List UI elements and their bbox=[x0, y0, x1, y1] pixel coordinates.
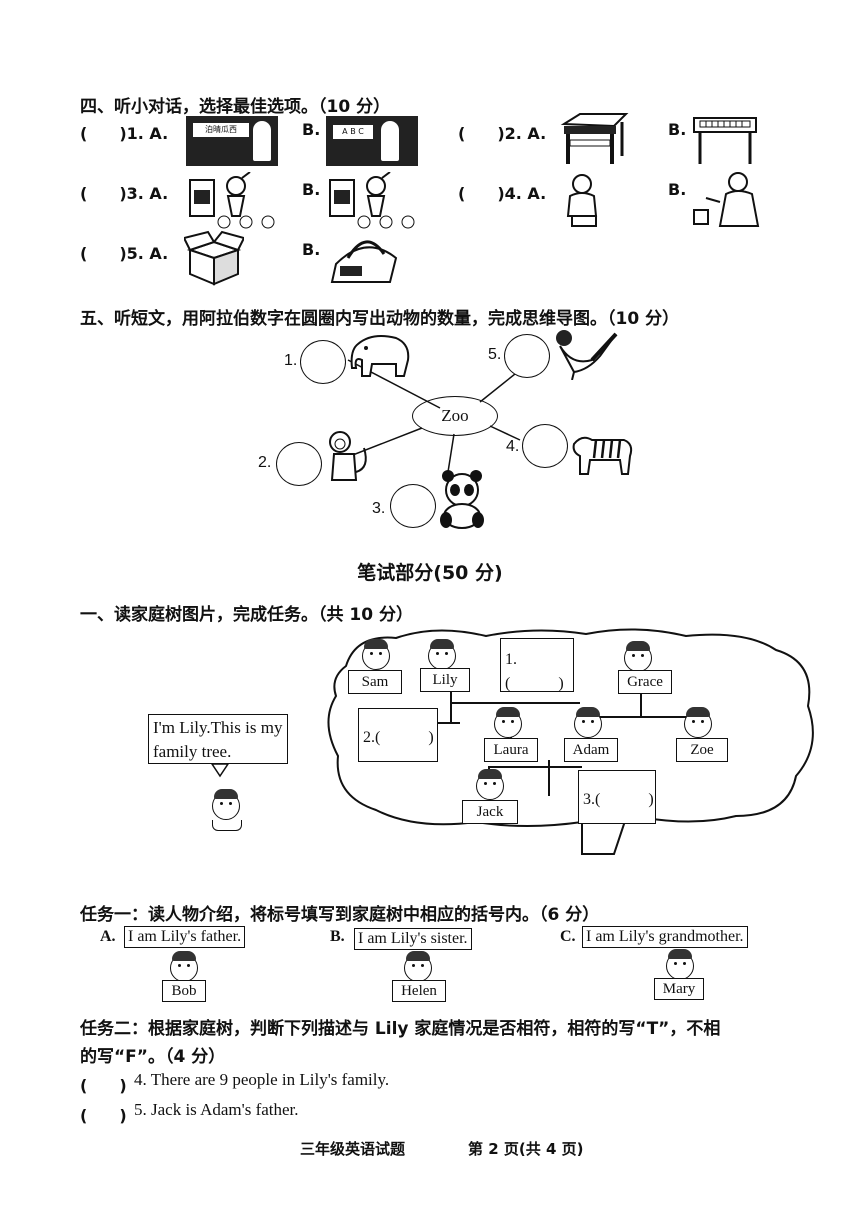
tree-name-grace: Grace bbox=[618, 670, 672, 694]
sam-avatar bbox=[362, 639, 390, 670]
node1-number: 1. bbox=[284, 352, 298, 369]
node1-answer-circle[interactable] bbox=[300, 340, 346, 384]
task1-title: 任务一：读人物介绍，将标号填写到家庭树中相应的括号内。（6 分） bbox=[80, 905, 600, 925]
juice-milk-icon bbox=[329, 172, 415, 229]
q5-statement: 5. Jack is Adam's father. bbox=[134, 1100, 299, 1119]
q1-option-a-picture: 泊晴瓜西 bbox=[186, 116, 278, 166]
task1-option-a-letter: A. bbox=[100, 928, 116, 945]
node2-answer-circle[interactable] bbox=[276, 442, 322, 486]
tree-blank-3[interactable]: 3.( ) bbox=[578, 770, 656, 824]
node2-number: 2. bbox=[258, 454, 272, 471]
desk-icon bbox=[560, 113, 629, 164]
jack-avatar bbox=[476, 769, 504, 800]
adam-avatar bbox=[574, 707, 602, 738]
panda-icon bbox=[440, 470, 484, 529]
task1-option-a-text: I am Lily's father. bbox=[124, 926, 246, 948]
monkey-icon bbox=[329, 431, 367, 481]
q2-option-b-label: B. bbox=[668, 120, 687, 139]
elephant-icon bbox=[350, 335, 410, 377]
q4-option-b-label: B. bbox=[668, 180, 687, 199]
speech-pointer bbox=[211, 764, 229, 778]
q4-answer-paren[interactable]: ( ) bbox=[80, 1076, 127, 1095]
teacher-icon bbox=[253, 121, 271, 161]
q5-answer-paren[interactable]: ( ) bbox=[80, 1106, 127, 1125]
q4-statement: 4. There are 9 people in Lily's family. bbox=[134, 1070, 390, 1089]
node5-number: 5. bbox=[488, 346, 502, 363]
node4-number: 4. bbox=[506, 438, 520, 455]
task1-option-c-letter: C. bbox=[560, 928, 576, 945]
task1-option-c-text: I am Lily's grandmother. bbox=[582, 926, 748, 948]
tree-blank-1[interactable]: 1.( ) bbox=[500, 638, 574, 692]
tree-name-laura: Laura bbox=[484, 738, 538, 762]
footer-page-number: 第 2 页(共 4 页) bbox=[468, 1140, 584, 1158]
mindmap-center-zoo: Zoo bbox=[412, 396, 498, 436]
q1-board-text-b: A B C bbox=[333, 125, 373, 139]
node5-answer-circle[interactable] bbox=[504, 334, 550, 378]
q5-option-b-label: B. bbox=[302, 240, 321, 259]
q4-number: ( )4. A. bbox=[458, 184, 547, 203]
q3-option-b-label: B. bbox=[302, 180, 321, 199]
lily-avatar bbox=[212, 789, 240, 820]
q3-number: ( )3. A. bbox=[80, 184, 169, 203]
section5-title: 五、听短文，用阿拉伯数字在圆圈内写出动物的数量，完成思维导图。（10 分） bbox=[80, 309, 680, 329]
juice-milk-icon bbox=[189, 172, 275, 229]
laura-avatar bbox=[494, 707, 522, 738]
teacher-icon bbox=[381, 121, 399, 161]
section4-title: 四、听小对话，选择最佳选项。（10 分） bbox=[80, 97, 391, 117]
helen-avatar bbox=[404, 951, 432, 982]
tree-name-jack: Jack bbox=[462, 800, 518, 824]
grace-avatar bbox=[624, 641, 652, 672]
helen-name-label: Helen bbox=[392, 980, 446, 1002]
task1-option-b-text: I am Lily's sister. bbox=[354, 928, 472, 950]
mary-avatar bbox=[666, 949, 694, 980]
task1-option-b-letter: B. bbox=[330, 928, 345, 945]
tree-name-adam: Adam bbox=[564, 738, 618, 762]
task2-title-line2: 的写“F”。（4 分） bbox=[80, 1047, 226, 1067]
q1-number: ( )1. A. bbox=[80, 124, 169, 143]
tree-name-zoe: Zoe bbox=[676, 738, 728, 762]
q1-option-b-picture: A B C bbox=[326, 116, 418, 166]
q5-number: ( )5. A. bbox=[80, 244, 169, 263]
lily-speech-bubble: I'm Lily.This is my family tree. bbox=[148, 714, 288, 764]
footer-subject: 三年级英语试题 bbox=[300, 1140, 406, 1158]
tree-name-sam: Sam bbox=[348, 670, 402, 694]
q1-option-b-label: B. bbox=[302, 120, 321, 139]
bird-icon bbox=[556, 330, 618, 380]
grandma-watering-icon bbox=[693, 172, 760, 227]
section1-title: 一、读家庭树图片，完成任务。（共 10 分） bbox=[80, 605, 413, 625]
bag-icon bbox=[330, 240, 398, 283]
lily-tree-avatar bbox=[428, 639, 456, 670]
task2-title-line1: 任务二：根据家庭树，判断下列描述与 Lily 家庭情况是否相符，相符的写“T”，… bbox=[80, 1019, 721, 1039]
piano-icon bbox=[693, 117, 757, 164]
tree-blank-2[interactable]: 2.( ) bbox=[358, 708, 438, 762]
node3-answer-circle[interactable] bbox=[390, 484, 436, 528]
tiger-icon bbox=[572, 436, 633, 475]
bob-name-label: Bob bbox=[162, 980, 206, 1002]
mary-name-label: Mary bbox=[654, 978, 704, 1000]
box-icon bbox=[184, 230, 244, 286]
node3-number: 3. bbox=[372, 500, 386, 517]
q1-board-text-a: 泊晴瓜西 bbox=[193, 123, 249, 137]
q2-number: ( )2. A. bbox=[458, 124, 547, 143]
node4-answer-circle[interactable] bbox=[522, 424, 568, 468]
bob-avatar bbox=[170, 951, 198, 982]
written-part-title: 笔试部分(50 分) bbox=[357, 562, 503, 584]
zoe-avatar bbox=[684, 707, 712, 738]
grandma-sitting-icon bbox=[566, 174, 598, 227]
tree-name-lily: Lily bbox=[420, 668, 470, 692]
